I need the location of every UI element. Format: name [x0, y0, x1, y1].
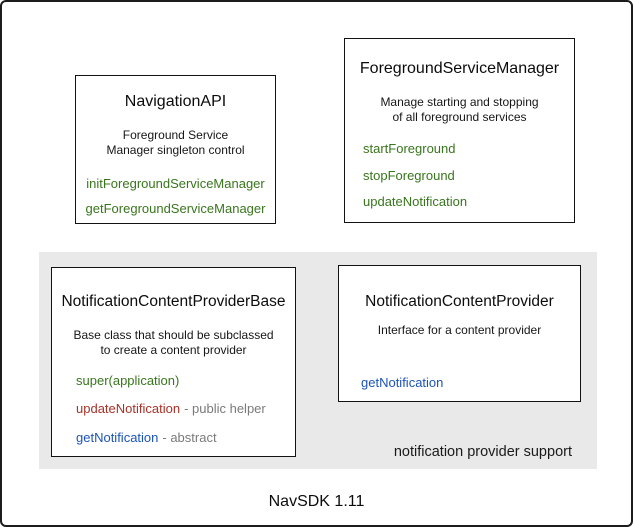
method-name: super(application): [76, 372, 180, 388]
description-line: Interface for a content provider: [377, 322, 542, 337]
class-box-foreground-service-manager: ForegroundServiceManager Manage starting…: [344, 38, 575, 223]
method-get-notification: getNotification: [361, 375, 580, 391]
class-title-foreground-service-manager: ForegroundServiceManager: [359, 60, 560, 77]
description-line: Foreground Service: [122, 128, 229, 143]
method-update-notification: updateNotification: [363, 194, 574, 210]
class-description-notification-content-provider: Interface for a content provider: [339, 323, 580, 338]
method-annotation: - abstract: [162, 429, 217, 445]
method-list: getNotification: [339, 375, 580, 391]
diagram-caption: NavSDK 1.11: [268, 493, 365, 510]
class-description-notification-content-provider-base: Base class that should be subclassed to …: [52, 328, 295, 358]
method-name: updateNotification: [363, 194, 468, 210]
method-start-foreground: startForeground: [363, 141, 574, 157]
class-title-notification-content-provider: NotificationContentProvider: [365, 293, 554, 310]
method-super-application: super(application): [76, 373, 295, 389]
method-name: getNotification: [361, 374, 444, 390]
description-line: Manage starting and stopping: [380, 95, 539, 110]
method-list: initForegroundServiceManager getForegrou…: [76, 176, 275, 216]
class-description-foreground-service-manager: Manage starting and stopping of all fore…: [345, 95, 574, 125]
class-description-navigation-api: Foreground Service Manager singleton con…: [76, 128, 275, 158]
method-name: startForeground: [363, 141, 456, 157]
method-list: startForeground stopForeground updateNot…: [345, 141, 574, 210]
class-title-notification-content-provider-base: NotificationContentProviderBase: [61, 293, 286, 310]
class-box-notification-content-provider-base: NotificationContentProviderBase Base cla…: [51, 267, 296, 457]
description-line: of all foreground services: [392, 110, 527, 125]
method-name: getForegroundServiceManager: [85, 200, 266, 216]
method-annotation: - public helper: [184, 401, 266, 417]
class-box-navigation-api: NavigationAPI Foreground Service Manager…: [75, 75, 276, 224]
method-update-notification: updateNotification- public helper: [76, 401, 295, 417]
method-stop-foreground: stopForeground: [363, 168, 574, 184]
method-name: updateNotification: [76, 401, 181, 417]
method-name: stopForeground: [363, 167, 455, 183]
method-name: getNotification: [76, 429, 159, 445]
description-line: to create a content provider: [100, 342, 247, 357]
class-title-navigation-api: NavigationAPI: [124, 93, 227, 110]
method-init-foreground-service-manager: initForegroundServiceManager: [76, 176, 275, 192]
group-label: notification provider support: [393, 444, 572, 460]
method-name: initForegroundServiceManager: [86, 176, 265, 192]
description-line: Manager singleton control: [106, 143, 245, 158]
description-line: Base class that should be subclassed: [73, 327, 274, 342]
method-get-foreground-service-manager: getForegroundServiceManager: [76, 201, 275, 217]
class-box-notification-content-provider: NotificationContentProvider Interface fo…: [338, 265, 581, 402]
method-get-notification: getNotification- abstract: [76, 430, 295, 446]
method-list: super(application) updateNotification- p…: [52, 373, 295, 446]
